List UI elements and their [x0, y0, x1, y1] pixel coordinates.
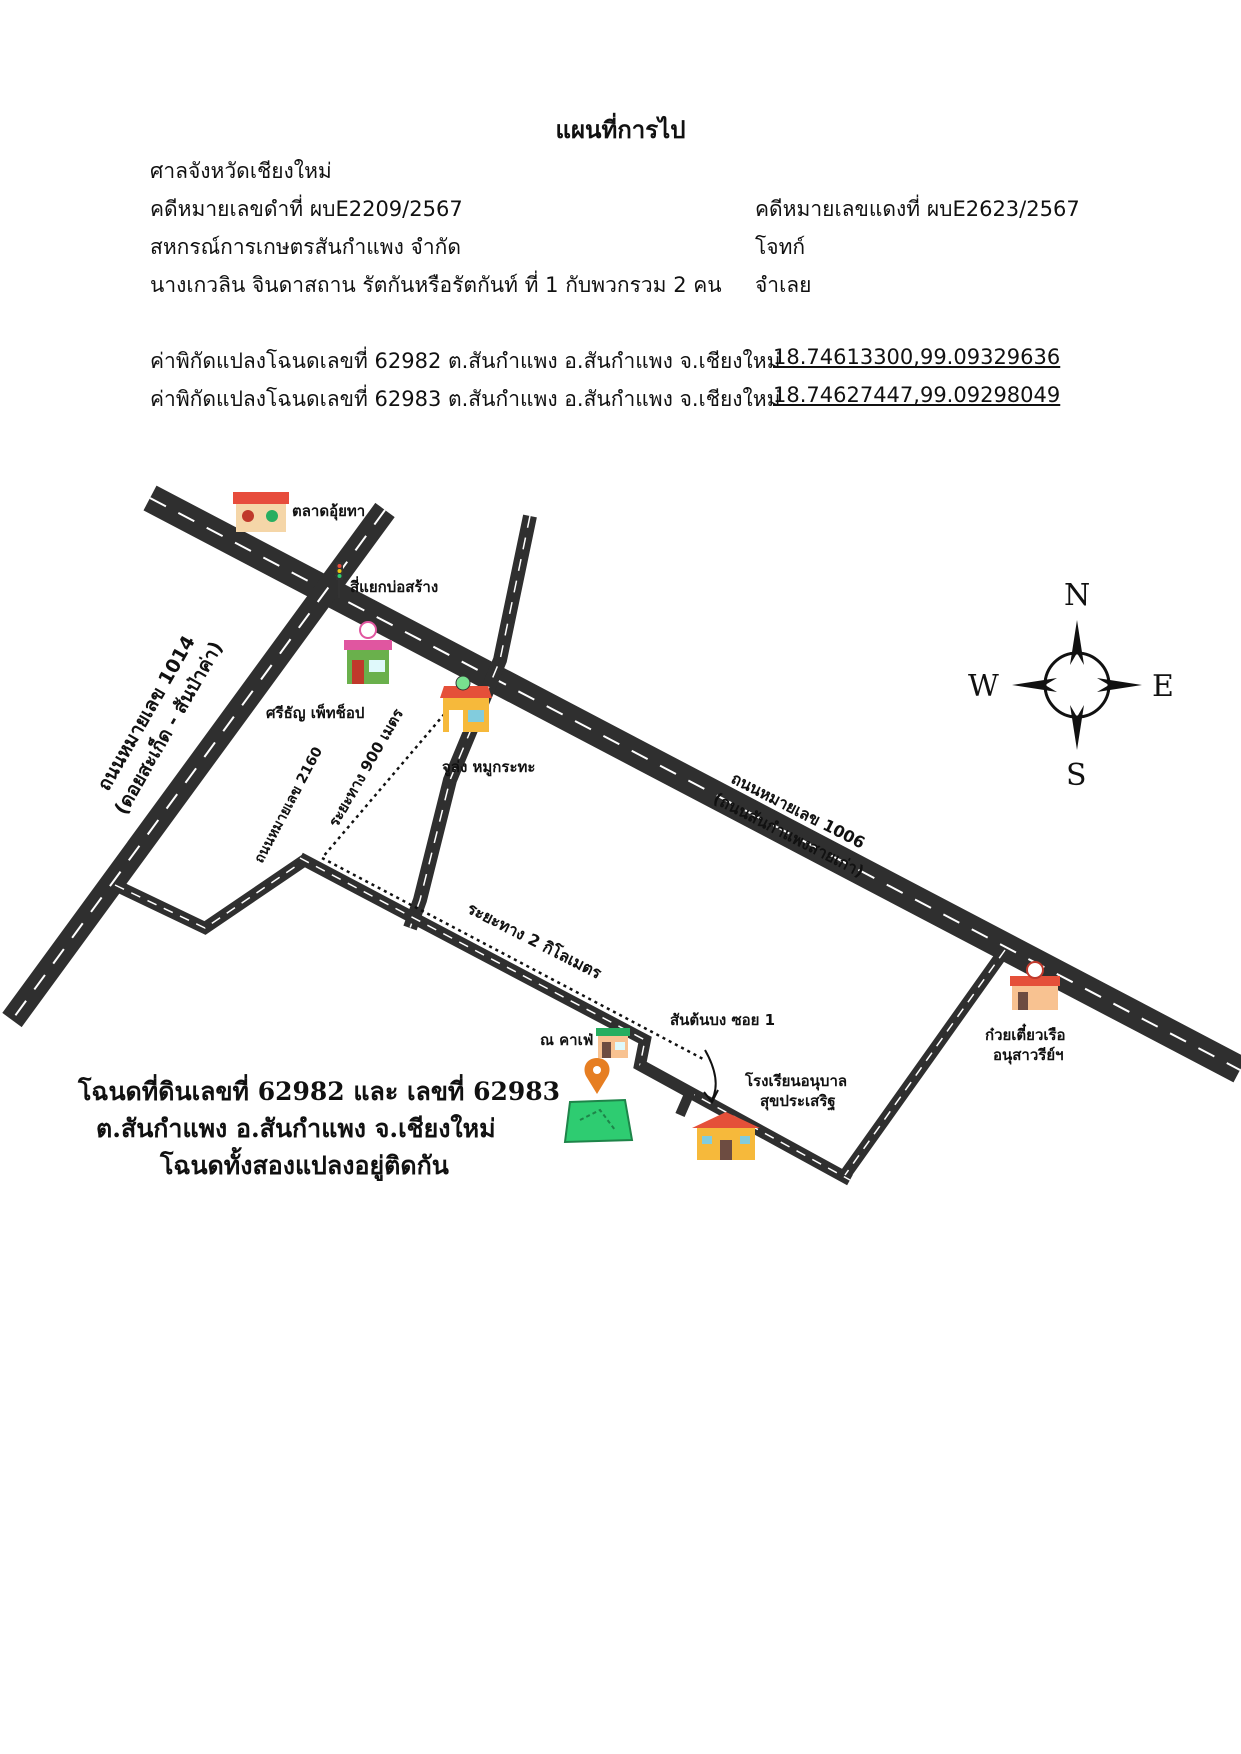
defendant-name: นางเกวลิน จินดาสถาน รัตกันหรือรัตกันท์ ท… [150, 273, 722, 297]
road-east-connector [840, 946, 1010, 1179]
market-label: ตลาดอุ้ยทา [292, 502, 365, 521]
road-1014 [2, 502, 395, 1028]
compass-east: E [1152, 669, 1174, 704]
coordinate-value-2[interactable]: 18.74627447,99.09298049 [773, 383, 1061, 407]
noodle-shop-icon [1010, 961, 1060, 1010]
deed-caption-line3: โฉนดทั้งสองแปลงอยู่ติดกัน [159, 1146, 449, 1182]
distance-900-label: ระยะทาง 900 เมตร [325, 705, 408, 830]
location-pin-icon [584, 1058, 610, 1094]
deed-caption-line1: โฉนดที่ดินเลขที่ 62982 และ เลขที่ 62983 [77, 1074, 560, 1106]
coordinate-value-1[interactable]: 18.74613300,99.09329636 [773, 345, 1061, 369]
plaintiff-name: สหกรณ์การเกษตรสันกำแพง จำกัด [150, 235, 462, 259]
restaurant-label: จูล่ง หมูกระทะ [442, 758, 535, 777]
road-2160-label: ถนนหมายเลข 2160 [251, 744, 326, 866]
coordinate-label-2: ค่าพิกัดแปลงโฉนดเลขที่ 62983 ต.สันกำแพง … [150, 387, 781, 411]
restaurant-icon [440, 675, 492, 732]
market-icon [233, 492, 289, 532]
defendant-role: จำเลย [755, 273, 812, 297]
noodle-shop-label-line2: อนุสาวรีย์ฯ [993, 1046, 1064, 1065]
route-dotted-line [320, 697, 706, 1062]
compass-south: S [1066, 758, 1087, 793]
compass-rose-icon [1012, 620, 1142, 750]
intersection-label: สี่แยกบ่อสร้าง [350, 576, 438, 596]
cafe-label: ณ คาเฟ่ [540, 1031, 593, 1049]
cafe-icon [596, 1028, 630, 1058]
route-map: ตลาดอุ้ยทา สี่แยกบ่อสร้าง ศรีธัญ เพ็ทช็อ… [2, 485, 1241, 1186]
school-icon [692, 1112, 760, 1160]
school-label-line1: โรงเรียนอนุบาล [744, 1071, 847, 1091]
soi-label: สันต้นบง ซอย 1 [670, 1011, 775, 1029]
red-case-number: คดีหมายเลขแดงที่ ผบE2623/2567 [755, 197, 1080, 221]
compass-north: N [1064, 578, 1090, 613]
compass-west: W [968, 669, 999, 704]
road-2160 [403, 514, 537, 931]
petshop-icon [344, 621, 392, 684]
black-case-number: คดีหมายเลขดำที่ ผบE2209/2567 [150, 197, 463, 221]
page-title: แผนที่การไป [555, 116, 686, 144]
deed-caption-line2: ต.สันกำแพง อ.สันกำแพง จ.เชียงใหม่ [96, 1113, 496, 1143]
land-plot-icon [563, 1098, 634, 1144]
traffic-light-icon [336, 562, 343, 598]
arrow-icon [704, 1049, 717, 1101]
school-label-line2: สุขประเสริฐ [760, 1092, 836, 1111]
petshop-label: ศรีธัญ เพ็ทช็อป [266, 703, 364, 722]
noodle-shop-label-line1: ก๋วยเตี๋ยวเรือ [985, 1023, 1066, 1044]
coordinate-label-1: ค่าพิกัดแปลงโฉนดเลขที่ 62982 ต.สันกำแพง … [150, 349, 781, 373]
plaintiff-role: โจทก์ [755, 235, 806, 259]
road-connector-west [112, 855, 309, 935]
court-name: ศาลจังหวัดเชียงใหม่ [150, 159, 332, 183]
